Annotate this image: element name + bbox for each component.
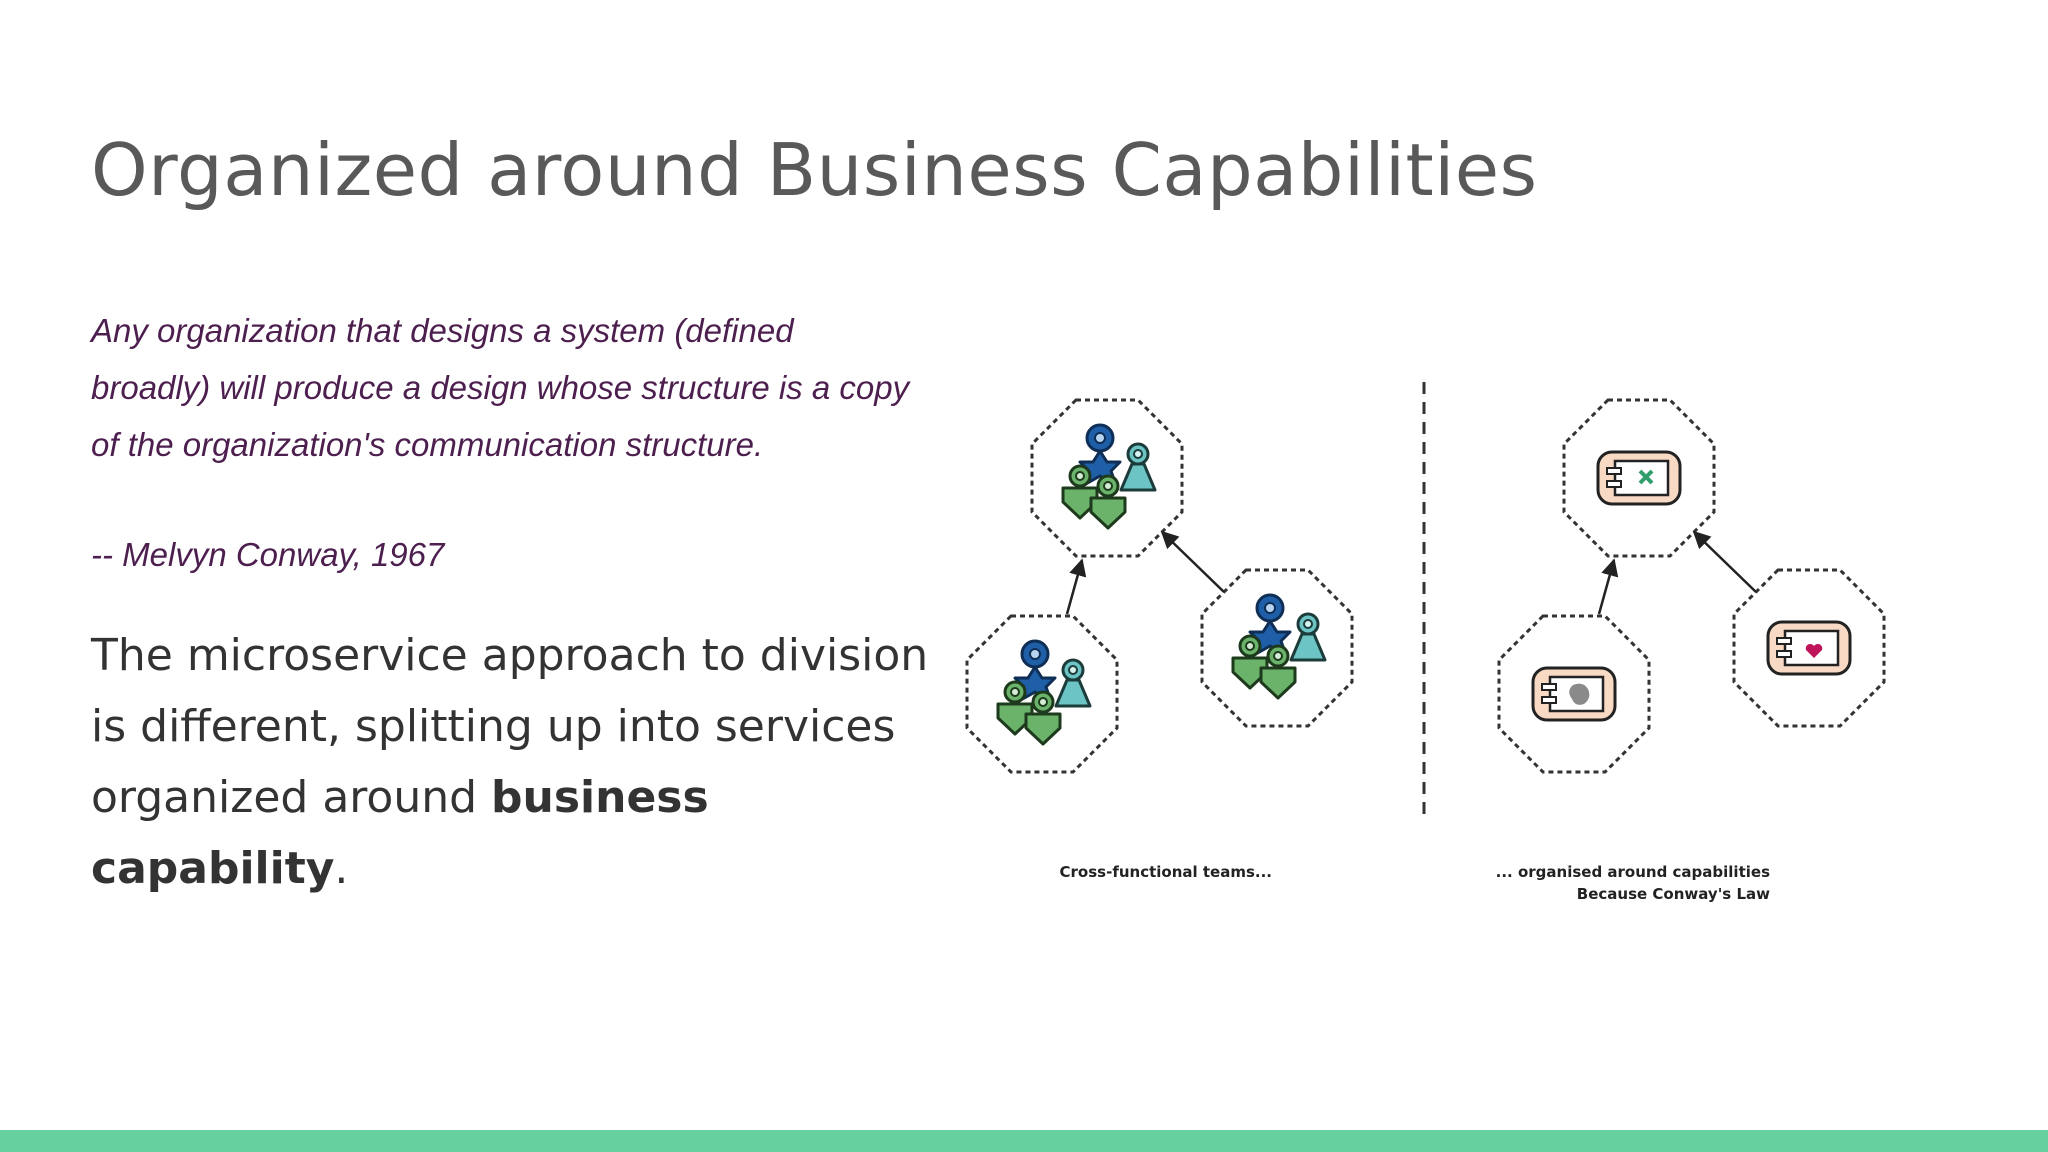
left-caption: Cross-functional teams... [1060, 863, 1272, 881]
team-octagon-bottom-left [965, 614, 1119, 774]
heart-icon [1805, 643, 1823, 658]
blob-icon [1569, 683, 1590, 705]
body-text-prefix: The microservice approach to division is… [91, 630, 929, 823]
arrow-left-right-to-top [1160, 530, 1225, 593]
conway-diagram: Cross-functional teams... ... organised … [965, 382, 1886, 903]
footer-accent-bar [0, 1130, 2048, 1152]
right-caption-line2: Because Conway's Law [1577, 885, 1770, 903]
slide-title: Organized around Business Capabilities [91, 128, 1538, 212]
service-octagon-bottom-left [1497, 614, 1651, 774]
body-text-emphasis: business capability [91, 772, 709, 894]
right-caption-line1: ... organised around capabilities [1496, 863, 1770, 881]
body-text-suffix: . [334, 843, 349, 894]
service-octagon-top [1562, 398, 1716, 558]
body-paragraph: The microservice approach to division is… [91, 620, 931, 904]
conway-quote: Any organization that designs a system (… [91, 312, 910, 463]
quote-attribution: -- Melvyn Conway, 1967 [91, 536, 445, 573]
team-octagon-top [1030, 398, 1184, 558]
arrow-right-lower-to-top [1597, 558, 1619, 615]
service-octagon-bottom-right [1732, 568, 1886, 728]
team-octagon-bottom-right [1200, 568, 1354, 728]
x-mark-icon [1638, 469, 1654, 485]
arrow-right-right-to-top [1692, 530, 1757, 593]
arrow-left-lower-to-top [1065, 558, 1087, 615]
